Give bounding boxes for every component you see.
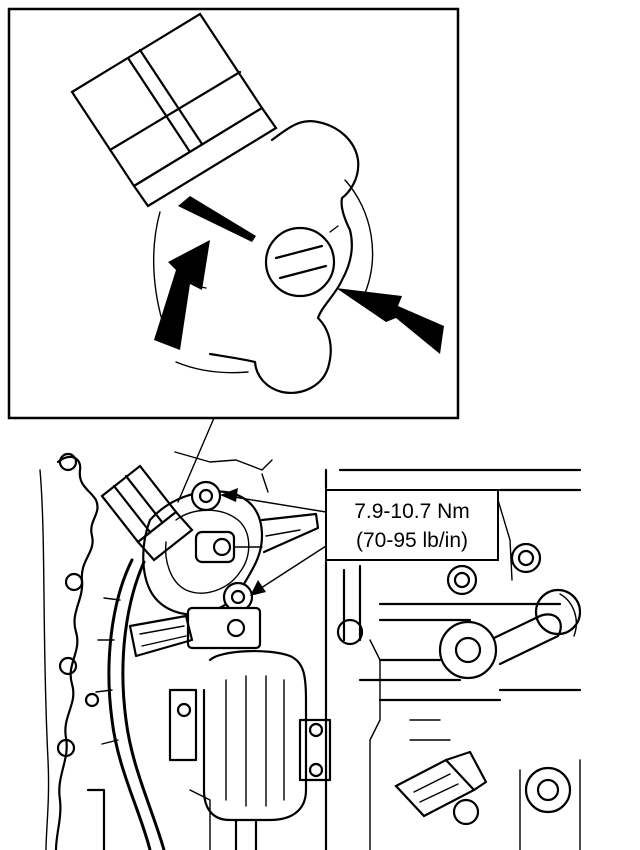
screw-arrow bbox=[336, 288, 444, 354]
flange-bolt bbox=[64, 572, 84, 592]
bracket-bolt bbox=[308, 722, 324, 738]
bracket bbox=[168, 688, 198, 762]
solenoid-leads bbox=[234, 818, 258, 850]
case-rib bbox=[189, 789, 211, 850]
sensor-connector bbox=[100, 464, 194, 562]
transmission-range-sensor bbox=[142, 490, 264, 616]
case-rib bbox=[86, 788, 106, 850]
sensor-body-outline bbox=[208, 120, 360, 394]
detail-mark bbox=[329, 225, 339, 233]
connector-housing bbox=[70, 12, 278, 208]
valve-body-housing bbox=[324, 468, 582, 850]
torque-leader-upper bbox=[220, 488, 327, 513]
bracket bbox=[298, 718, 332, 782]
sensor-outer-arc bbox=[344, 179, 374, 301]
torque-imperial: (70-95 lb/in) bbox=[356, 529, 468, 552]
alignment-arrow-lower bbox=[154, 240, 210, 350]
callout-box bbox=[325, 489, 499, 561]
case-top-edge bbox=[261, 473, 269, 493]
case-left-edge bbox=[39, 469, 50, 850]
flange-bolt bbox=[84, 692, 100, 708]
mounting-bolt-upper bbox=[190, 480, 222, 512]
case-left-flange bbox=[54, 455, 99, 850]
torque-leader-lower bbox=[250, 545, 327, 596]
flange-bolt bbox=[58, 656, 78, 676]
detail-inset bbox=[7, 7, 460, 420]
sensor-body-left-edge-2 bbox=[175, 361, 249, 374]
harness-connector-lower bbox=[394, 750, 581, 850]
inset-leader-line bbox=[177, 417, 215, 503]
harness-clips bbox=[95, 597, 121, 745]
sensor-body-left-edge bbox=[152, 211, 166, 331]
alignment-arrow-upper bbox=[178, 196, 256, 242]
bracket-bolt bbox=[308, 762, 324, 778]
torque-metric: 7.9-10.7 Nm bbox=[354, 500, 470, 523]
transmission-case-view: 7.9-10.7 Nm (70-95 lb/in) bbox=[39, 451, 582, 850]
lever-detail bbox=[265, 529, 301, 537]
flange-bolt bbox=[56, 738, 76, 758]
bracket-bolt bbox=[176, 702, 192, 718]
wire-harness bbox=[121, 560, 166, 850]
manual-lever-arm bbox=[260, 512, 320, 554]
screw-head bbox=[264, 226, 336, 298]
mounting-bolt-lower bbox=[222, 581, 254, 613]
case-top-edge bbox=[174, 451, 273, 471]
torque-spec-callout: 7.9-10.7 Nm (70-95 lb/in) bbox=[325, 489, 499, 561]
shift-solenoid-body bbox=[128, 606, 308, 822]
flange-bolt bbox=[58, 452, 78, 472]
